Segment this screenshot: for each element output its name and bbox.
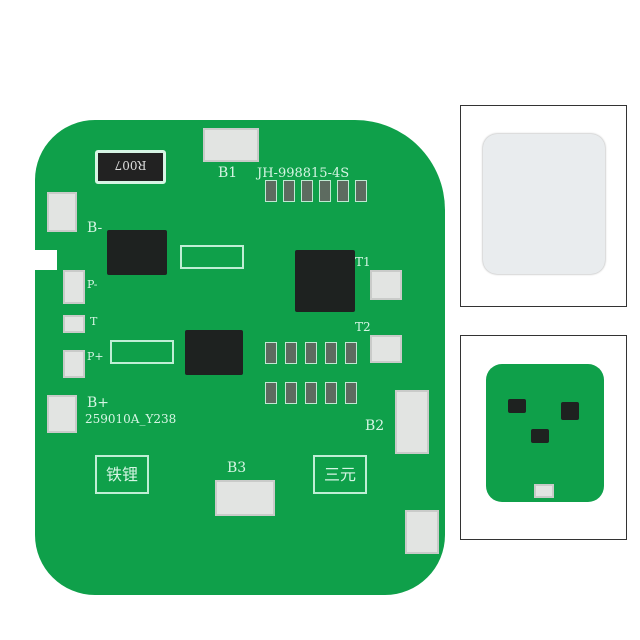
smd-component: [325, 342, 337, 364]
pad-p-plus: [63, 350, 85, 378]
pad-t2: [370, 335, 402, 363]
smd-component: [325, 382, 337, 404]
smd-component: [265, 180, 277, 202]
label-b-plus: B+: [87, 395, 110, 411]
pcb-board-back: [483, 134, 605, 274]
smd-component: [285, 382, 297, 404]
smd-component: [265, 342, 277, 364]
smd-component: [337, 180, 349, 202]
smd-component: [345, 382, 357, 404]
label-b-minus: B-: [87, 220, 103, 236]
smd-component: [305, 382, 317, 404]
pcb-board-main: R007 B1 JH-998815-4S B- P- T P+ T1 T2 B2…: [35, 120, 445, 595]
pad-b-plus: [47, 395, 77, 433]
label-b1: B1: [218, 165, 238, 181]
thumbnail-front-view: [460, 335, 627, 540]
mosfet-chip: [107, 230, 167, 275]
pad-p-minus: [63, 270, 85, 304]
label-t: T: [90, 315, 98, 328]
smd-component: [301, 180, 313, 202]
smd-component: [283, 180, 295, 202]
pad-b3: [215, 480, 275, 516]
mosfet-chip: [185, 330, 243, 375]
smd-component: [345, 342, 357, 364]
shunt-resistor: R007: [95, 150, 166, 184]
pad-b-minus: [47, 192, 77, 232]
label-b3: B3: [227, 460, 247, 476]
label-t1: T1: [355, 255, 371, 269]
chip: [561, 402, 579, 420]
smd-component: [265, 382, 277, 404]
label-b2: B2: [365, 418, 385, 434]
board-notch: [35, 250, 57, 270]
pad-b2: [395, 390, 429, 454]
smd-component: [319, 180, 331, 202]
board-code: 259010A_Y238: [85, 412, 177, 426]
mode-label-ternary: 三元: [313, 455, 367, 494]
pad-t1: [370, 270, 402, 300]
model-label: JH-998815-4S: [257, 166, 350, 181]
label-t2: T2: [355, 320, 371, 334]
chip: [508, 399, 526, 413]
label-p-minus: P-: [87, 278, 98, 291]
pad-b1: [203, 128, 259, 162]
smd-component: [355, 180, 367, 202]
pcb-board-front: [486, 364, 604, 502]
smd-component: [285, 342, 297, 364]
mode-label-lfp: 铁锂: [95, 455, 149, 494]
thumbnail-back-view: [460, 105, 627, 307]
label-p-plus: P+: [87, 350, 104, 363]
silk-outline: [180, 245, 244, 269]
pad: [534, 484, 554, 498]
silk-outline: [110, 340, 174, 364]
protection-ic: [295, 250, 355, 312]
pad-corner: [405, 510, 439, 554]
chip: [531, 429, 549, 443]
resistor-marking: R007: [114, 158, 147, 172]
pad-t: [63, 315, 85, 333]
smd-component: [305, 342, 317, 364]
